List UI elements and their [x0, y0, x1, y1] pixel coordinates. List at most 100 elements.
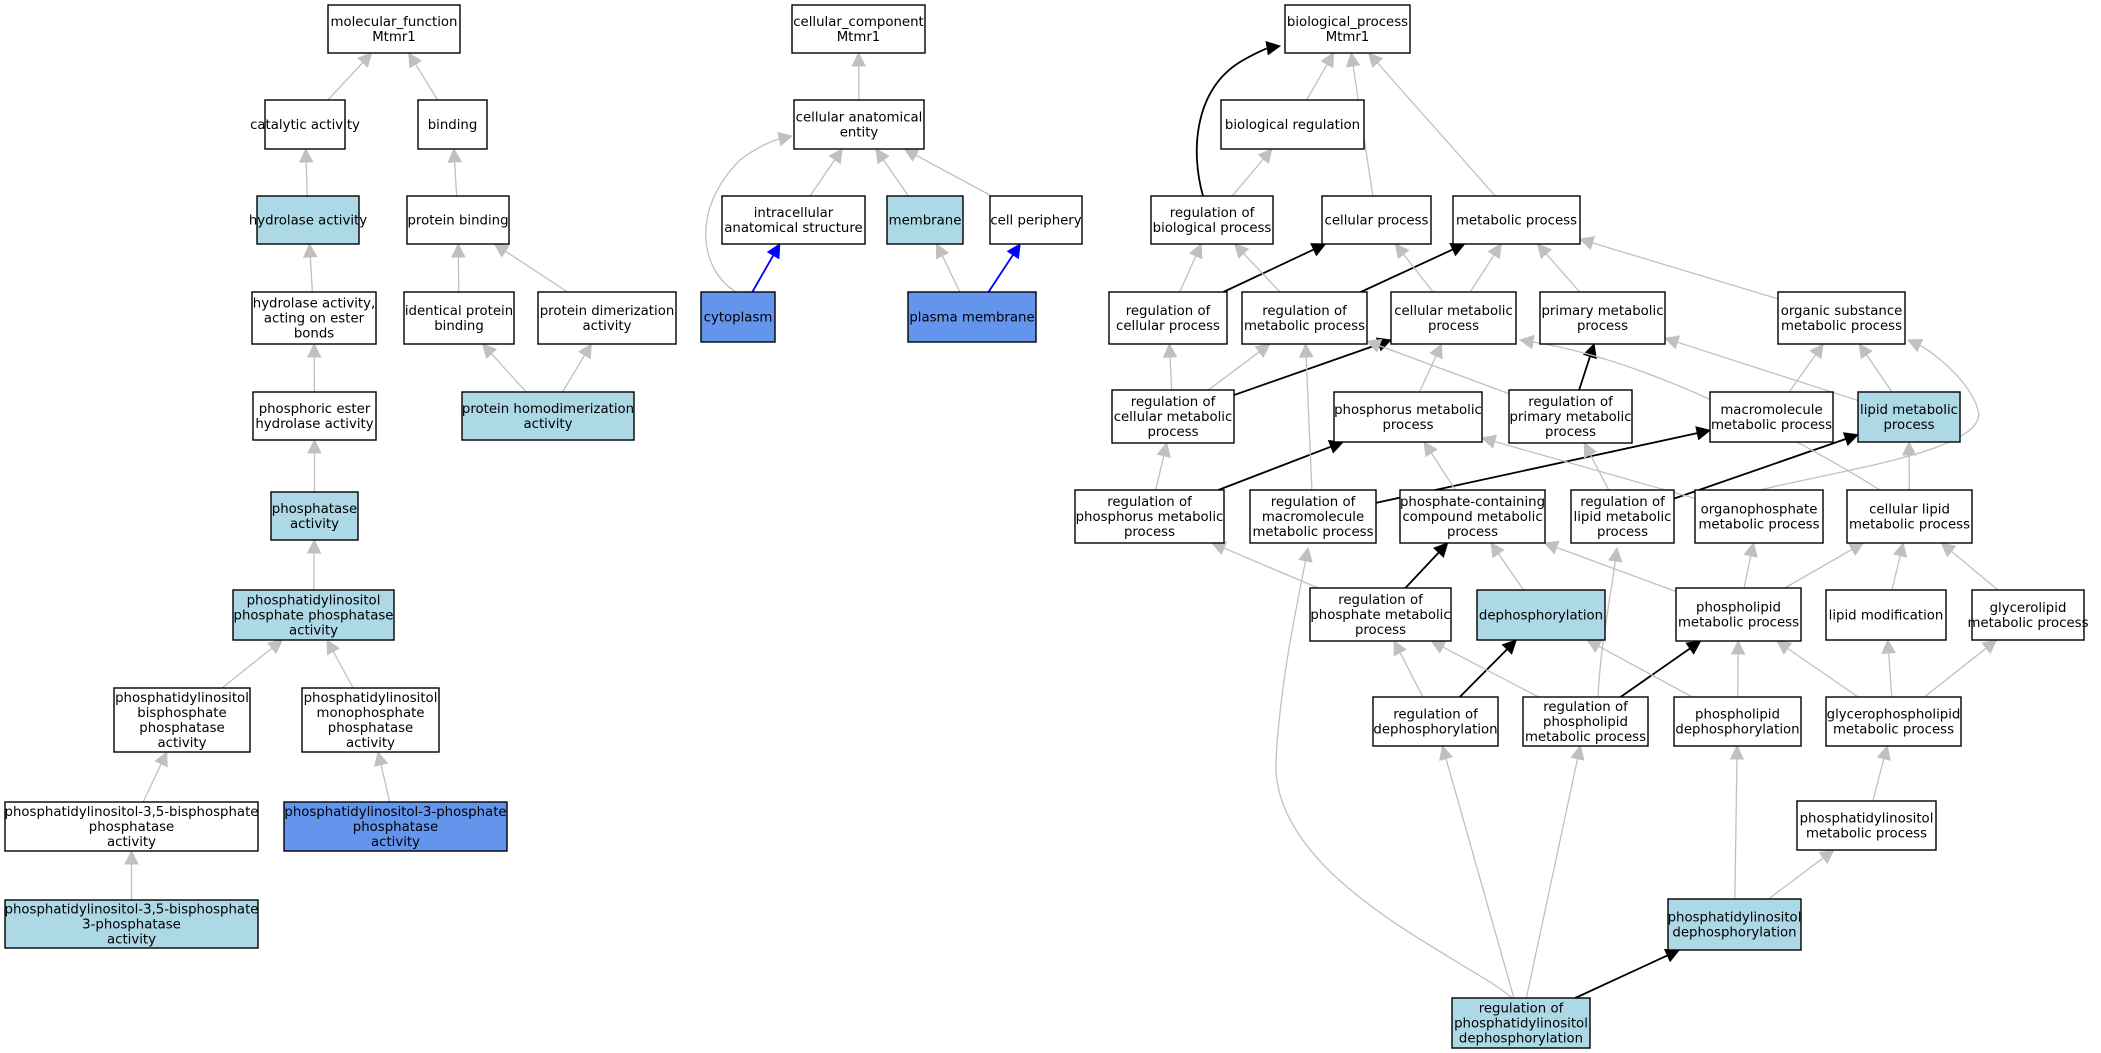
- edge-regCellMet-to-regMet: [1207, 343, 1271, 391]
- edge-glycerophospholipid-to-phospholipid-line: [1787, 647, 1859, 698]
- go-term-plasmaMem[interactable]: plasma membrane: [907, 291, 1037, 343]
- go-term-regBio-label-line: regulation of: [1170, 206, 1255, 221]
- go-term-primMet-box: [1539, 291, 1666, 345]
- go-term-regPrimMet-label-line: primary metabolic: [1509, 410, 1631, 425]
- go-term-regPiDephos-label-line: regulation of: [1479, 1002, 1564, 1017]
- edge-bind-to-mf-arrowhead: [408, 52, 422, 69]
- go-term-regMet-label-line: regulation of: [1262, 304, 1347, 319]
- go-term-bioReg[interactable]: biological regulation: [1220, 99, 1365, 150]
- edge-regPhosMet-to-regCellMet-arrowhead: [1156, 441, 1171, 458]
- go-term-hydro[interactable]: hydrolase activity: [249, 195, 367, 245]
- edge-glycerophospholipid-to-glycerolipid: [1924, 639, 1998, 698]
- go-term-cellPeri[interactable]: cell periphery: [989, 195, 1083, 245]
- go-term-metProc[interactable]: metabolic process: [1452, 195, 1581, 245]
- go-term-cellProc[interactable]: cellular process: [1321, 195, 1432, 245]
- edge-piDephos-to-phospholipidDephos-line: [1734, 758, 1738, 900]
- go-term-cyto[interactable]: cytoplasm: [700, 291, 776, 343]
- edge-piPP-to-phosphatase: [306, 538, 322, 591]
- edge-regPiDephos-to-piDephos-line: [1574, 954, 1668, 999]
- edge-regMet-to-metProc: [1360, 243, 1466, 293]
- go-term-protHomo-box: [461, 391, 635, 441]
- go-term-regCell-label-line: cellular process: [1116, 319, 1220, 334]
- go-term-pi3p-label-line: phosphatase: [353, 820, 438, 835]
- go-term-pbind[interactable]: protein binding: [406, 195, 510, 245]
- edge-regCell-to-regBio-line: [1179, 255, 1197, 293]
- go-term-phospholipid-label-line: phospholipid: [1696, 601, 1781, 616]
- go-term-dephos[interactable]: dephosphorylation: [1476, 589, 1606, 641]
- edge-bioReg-to-bp-arrowhead: [1320, 52, 1335, 69]
- edge-cat-to-mf-arrowhead: [357, 52, 373, 68]
- go-term-orgPhos-label-line: organophosphate: [1701, 503, 1818, 518]
- edge-primMet-to-metProc: [1536, 243, 1581, 293]
- go-term-membrane[interactable]: membrane: [886, 195, 964, 245]
- go-term-piMet-box: [1796, 800, 1937, 851]
- go-term-cat[interactable]: catalytic activity: [250, 99, 360, 150]
- go-term-glycerophospholipid-label-line: glycerophospholipid: [1827, 708, 1961, 723]
- go-term-bp-box: [1284, 4, 1411, 54]
- edge-regPhosMet-to-regCellMet: [1155, 441, 1171, 491]
- edge-glycerophospholipid-to-lipidMod: [1881, 638, 1896, 698]
- edge-hydroEster-to-hydro-line: [309, 256, 314, 293]
- go-term-bind[interactable]: binding: [417, 99, 488, 150]
- edge-regDephos-to-dephos-line: [1459, 648, 1508, 698]
- edge-regPrimMet-to-regMet-line: [1378, 345, 1510, 395]
- go-term-cat-label-line: catalytic activity: [250, 118, 360, 133]
- go-term-plasmaMem-label-line: plasma membrane: [909, 311, 1034, 326]
- edge-phospholipid-to-cellLipid: [1784, 542, 1865, 589]
- edge-pi3p-to-piMono: [373, 750, 391, 803]
- edge-pi35-to-piBis: [142, 750, 168, 803]
- go-term-regPrimMet-box: [1508, 389, 1633, 444]
- go-term-lipidMod[interactable]: lipid modification: [1825, 589, 1947, 641]
- edge-glycerolipid-to-cellLipid-arrowhead: [1940, 542, 1957, 558]
- go-term-regPhosphate-box: [1309, 587, 1452, 642]
